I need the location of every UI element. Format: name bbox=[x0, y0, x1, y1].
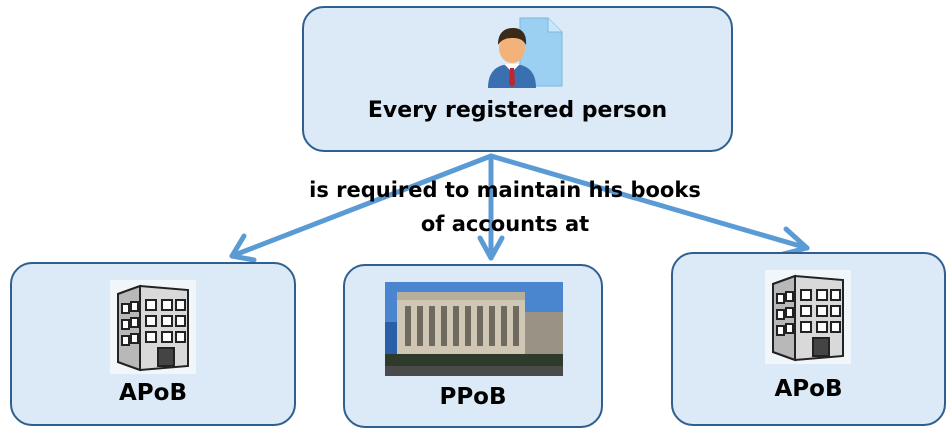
person-with-document-icon bbox=[482, 14, 564, 95]
arrow-to-apob-left bbox=[229, 153, 494, 259]
ppob-label: PPoB bbox=[439, 384, 507, 410]
connector-caption-line2: of accounts at bbox=[420, 212, 590, 236]
arrow-to-apob-right bbox=[488, 153, 810, 251]
connector-caption-line1: is required to maintain his books bbox=[309, 178, 701, 202]
ppob-box: PPoB bbox=[343, 264, 603, 428]
apob-left-box: APoB bbox=[10, 262, 296, 426]
registered-person-box: Every registered person bbox=[302, 6, 733, 152]
office-building-icon bbox=[765, 270, 851, 369]
apob-right-label: APoB bbox=[774, 376, 843, 402]
arrow-head-left bbox=[229, 233, 257, 263]
arrow-head-center bbox=[477, 235, 505, 261]
apob-right-box: APoB bbox=[671, 252, 946, 426]
registered-person-label: Every registered person bbox=[367, 98, 668, 123]
office-building-icon bbox=[110, 280, 196, 379]
government-building-photo bbox=[385, 282, 563, 381]
apob-left-label: APoB bbox=[119, 380, 187, 406]
